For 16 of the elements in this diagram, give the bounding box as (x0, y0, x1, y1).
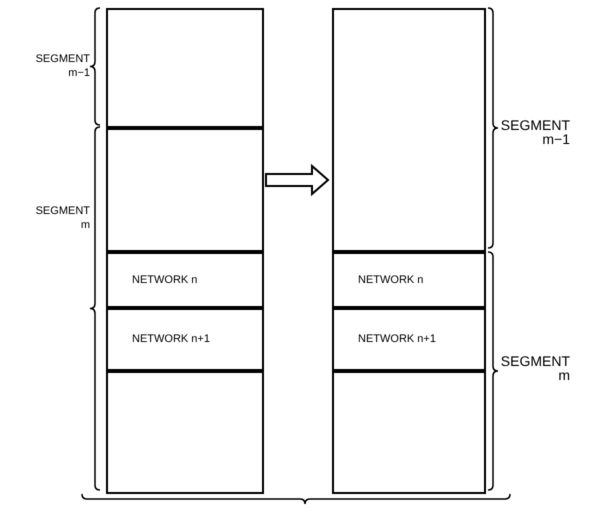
memory-column (332, 8, 486, 494)
segment-label: SEGMENT m (500, 354, 570, 382)
memory-column (106, 8, 264, 494)
network-cell (106, 250, 264, 310)
block-arrow (265, 164, 330, 196)
segment-label: SEGMENT m (34, 204, 90, 232)
memory-block (106, 126, 264, 254)
network-cell (106, 306, 264, 373)
cell-label: NETWORK n+1 (358, 332, 436, 348)
segment-label: SEGMENT m−1 (34, 52, 90, 80)
network-cell (332, 306, 486, 373)
cell-label: NETWORK n (358, 272, 424, 288)
segment-label: SEGMENT m−1 (500, 118, 570, 146)
cell-label: NETWORK n (132, 272, 198, 288)
cell-label: NETWORK n+1 (132, 332, 210, 348)
network-cell (332, 250, 486, 310)
